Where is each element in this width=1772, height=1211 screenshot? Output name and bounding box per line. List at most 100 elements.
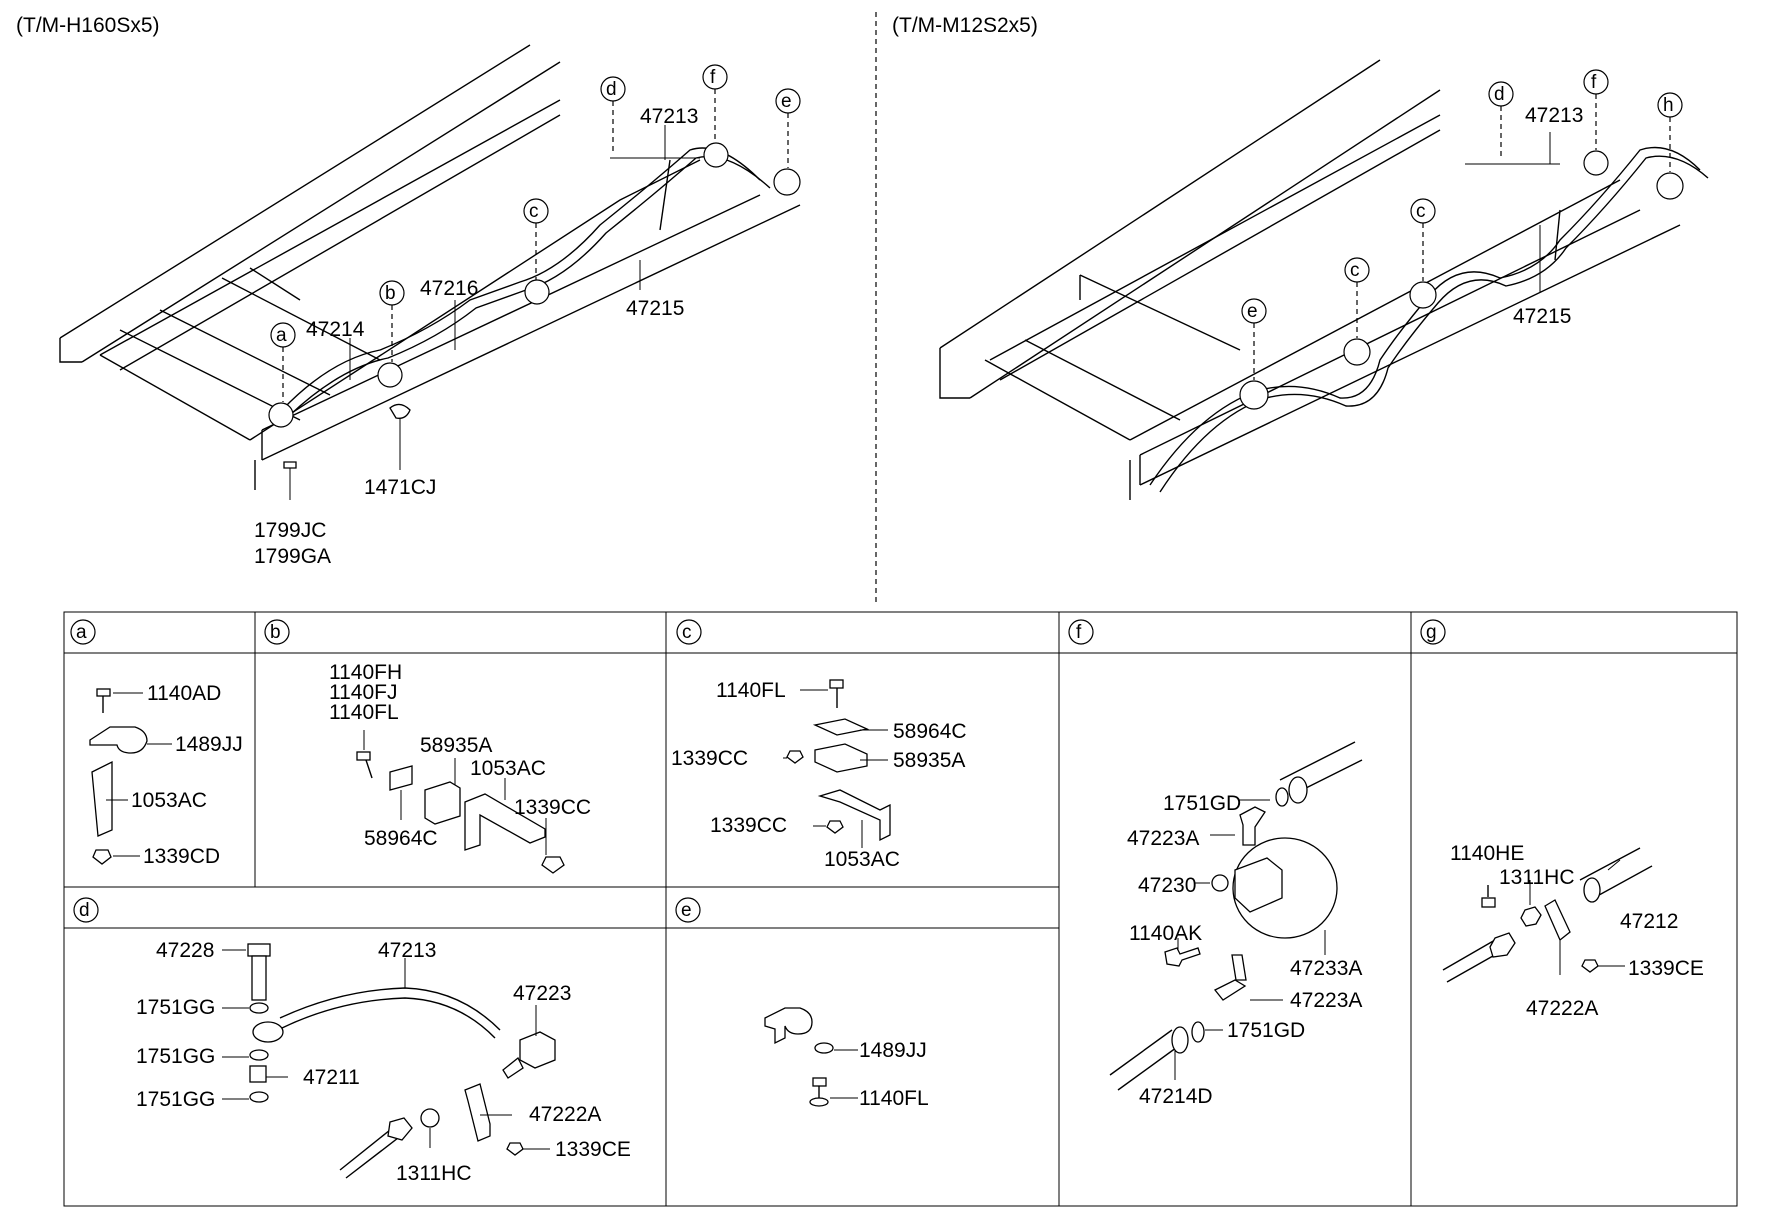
part-1140FL: 1140FL xyxy=(329,701,399,724)
detail-g: 1140HE 1311HC 47212 1339CE 47222A xyxy=(1442,842,1704,1020)
left-part-1799JC: 1799JC xyxy=(254,519,326,542)
part-1339CD: 1339CD xyxy=(143,845,220,868)
svg-text:e: e xyxy=(1247,301,1258,322)
part-58964C-b: 58964C xyxy=(364,827,438,850)
detail-b: 1140FH 1140FJ 1140FL 58935A 1053AC 1339C… xyxy=(329,661,591,874)
part-47228: 47228 xyxy=(156,939,214,962)
part-1140FH: 1140FH xyxy=(329,661,402,684)
svg-text:d: d xyxy=(606,79,617,100)
section-label-e: e xyxy=(675,897,701,923)
part-58935A-c: 58935A xyxy=(893,749,965,772)
left-part-47214: 47214 xyxy=(306,318,365,341)
part-1751GG-1: 1751GG xyxy=(136,996,215,1019)
detail-grid xyxy=(63,611,1738,1207)
left-callout-c: c xyxy=(523,198,549,280)
part-1751GG-2: 1751GG xyxy=(136,1045,215,1068)
left-variant-title: (T/M-H160Sx5) xyxy=(16,14,160,37)
svg-text:e: e xyxy=(681,900,692,921)
part-1053AC-b: 1053AC xyxy=(470,757,546,780)
right-callout-d: d xyxy=(1488,81,1514,160)
right-part-47213: 47213 xyxy=(1525,104,1583,127)
part-47223A-1: 47223A xyxy=(1127,827,1199,850)
part-47230: 47230 xyxy=(1138,874,1196,897)
svg-text:f: f xyxy=(1076,622,1082,643)
svg-text:c: c xyxy=(529,201,539,222)
part-1339CC-c1: 1339CC xyxy=(671,747,748,770)
part-1140AK: 1140AK xyxy=(1129,922,1202,945)
part-58935A: 58935A xyxy=(420,734,492,757)
section-label-g: g xyxy=(1420,619,1446,645)
part-47222A-g: 47222A xyxy=(1526,997,1598,1020)
left-callout-b: b xyxy=(379,280,405,362)
part-1339CC-b: 1339CC xyxy=(514,796,591,819)
part-1751GG-3: 1751GG xyxy=(136,1088,215,1111)
detail-c: 1140FL 58964C 1339CC 58935A 1339CC 1053A… xyxy=(671,679,967,871)
section-label-d: d xyxy=(73,897,99,923)
part-1339CC-c2: 1339CC xyxy=(710,814,787,837)
part-58964C-c: 58964C xyxy=(893,720,967,743)
part-1751GD-2: 1751GD xyxy=(1227,1019,1305,1042)
part-1751GD-1: 1751GD xyxy=(1163,792,1241,815)
section-label-f: f xyxy=(1068,619,1094,645)
part-47223A-2: 47223A xyxy=(1290,989,1362,1012)
svg-text:f: f xyxy=(710,67,716,88)
part-1489JJ: 1489JJ xyxy=(175,733,243,756)
left-part-47213: 47213 xyxy=(640,105,698,128)
right-callout-e: e xyxy=(1241,298,1267,380)
part-47233A: 47233A xyxy=(1290,957,1362,980)
right-callout-c-2: c xyxy=(1344,257,1370,338)
svg-text:h: h xyxy=(1663,95,1674,116)
left-callout-a: a xyxy=(270,322,296,402)
right-callout-c-1: c xyxy=(1410,198,1436,281)
left-callout-f: f xyxy=(702,64,728,140)
part-47223: 47223 xyxy=(513,982,571,1005)
right-callout-h: h xyxy=(1657,92,1683,172)
svg-text:c: c xyxy=(1416,201,1426,222)
svg-text:a: a xyxy=(276,325,287,346)
part-1140FJ: 1140FJ xyxy=(329,681,398,704)
part-1489JJ-e: 1489JJ xyxy=(859,1039,927,1062)
svg-text:e: e xyxy=(781,91,792,112)
part-1140HE: 1140HE xyxy=(1450,842,1524,865)
left-part-47216: 47216 xyxy=(420,277,478,300)
right-variant-title: (T/M-M12S2x5) xyxy=(892,14,1038,37)
part-1140AD: 1140AD xyxy=(147,682,221,705)
right-part-47215: 47215 xyxy=(1513,305,1571,328)
detail-f: 1751GD 47223A 47230 1140AK 47233A 47223A… xyxy=(1109,741,1362,1108)
left-callout-e: e xyxy=(775,88,801,168)
detail-a: 1140AD 1489JJ 1053AC 1339CD xyxy=(89,682,243,868)
part-1140FL-e: 1140FL xyxy=(859,1087,929,1110)
part-47211: 47211 xyxy=(303,1066,360,1089)
part-1311HC-g: 1311HC xyxy=(1499,866,1575,889)
part-47214D: 47214D xyxy=(1139,1085,1213,1108)
left-part-1471CJ: 1471CJ xyxy=(364,476,436,499)
part-1311HC-d: 1311HC xyxy=(396,1162,472,1185)
left-part-1799GA: 1799GA xyxy=(254,545,331,568)
part-1053AC: 1053AC xyxy=(131,789,207,812)
part-47213-d: 47213 xyxy=(378,939,436,962)
left-frame-drawing: d f e c b a 47213 47216 xyxy=(59,44,801,568)
left-part-47215: 47215 xyxy=(626,297,684,320)
svg-text:g: g xyxy=(1426,622,1437,643)
left-callout-d: d xyxy=(600,76,626,155)
detail-d: 47228 47213 47223 1751GG 1751GG 47211 17… xyxy=(136,939,631,1185)
svg-text:c: c xyxy=(1350,260,1360,281)
part-1053AC-c: 1053AC xyxy=(824,848,900,871)
svg-text:d: d xyxy=(79,900,90,921)
svg-text:d: d xyxy=(1494,84,1505,105)
part-1339CE-g: 1339CE xyxy=(1628,957,1704,980)
right-frame-drawing: d f h c c e 47213 47215 xyxy=(939,59,1709,500)
svg-text:b: b xyxy=(385,283,396,304)
part-1339CE-d: 1339CE xyxy=(555,1138,631,1161)
detail-e: 1489JJ 1140FL xyxy=(764,1007,929,1110)
section-label-a: a xyxy=(70,619,96,645)
part-1140FL-c: 1140FL xyxy=(716,679,786,702)
svg-text:b: b xyxy=(270,622,281,643)
svg-text:a: a xyxy=(76,622,87,643)
svg-text:c: c xyxy=(682,622,692,643)
section-label-b: b xyxy=(264,619,290,645)
right-callout-f: f xyxy=(1583,69,1609,150)
part-47222A-d: 47222A xyxy=(529,1103,601,1126)
part-47212: 47212 xyxy=(1620,910,1678,933)
